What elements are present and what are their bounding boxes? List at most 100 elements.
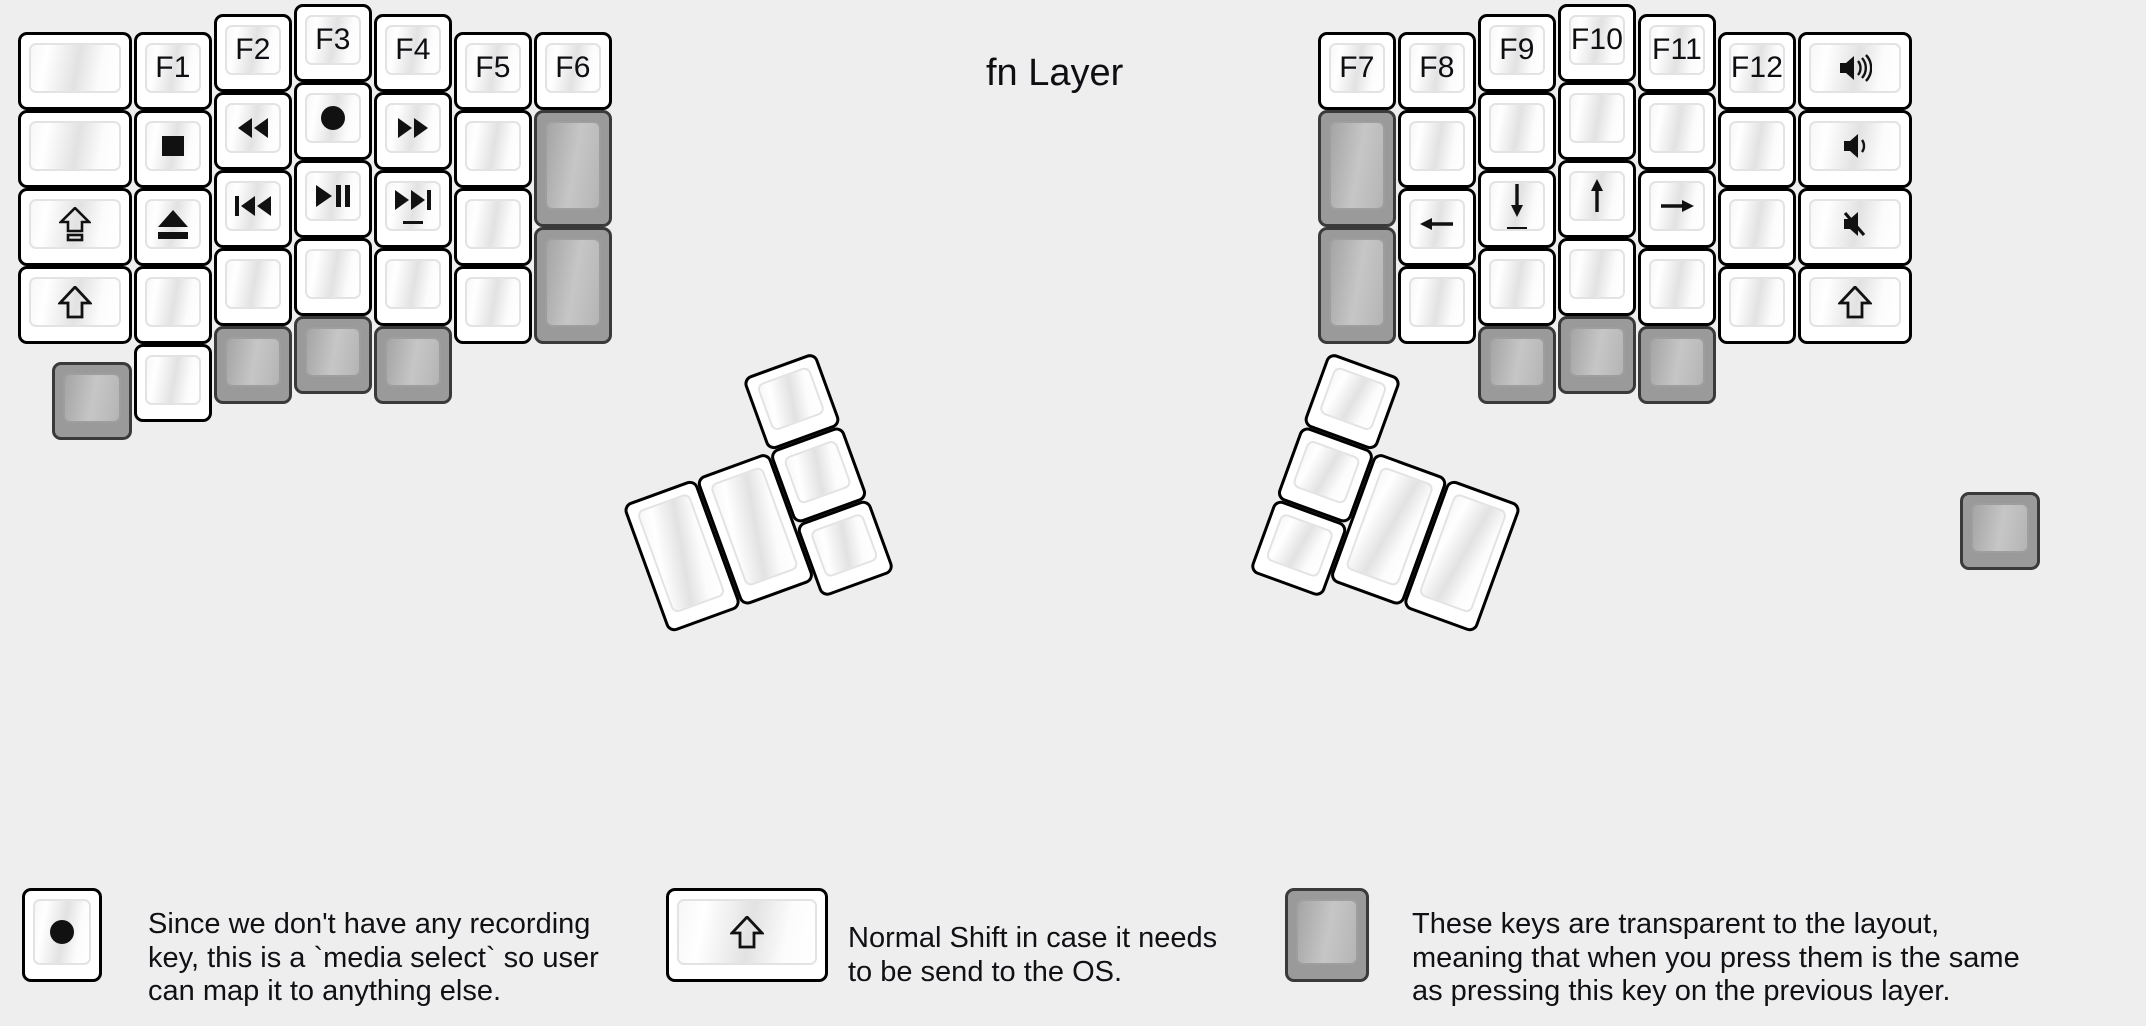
left-ring-column-key-2[interactable]: [214, 92, 292, 170]
key-label: F12: [1730, 51, 1784, 84]
left-inner-column-key-1[interactable]: F5: [454, 32, 532, 110]
left-pinky-outer-column-key-1[interactable]: [18, 32, 132, 110]
key-label: F7: [1339, 51, 1375, 84]
left-ring-column-key-4[interactable]: [214, 248, 292, 326]
right-middle-column-key-3[interactable]: [1478, 170, 1556, 248]
keycap: F3: [305, 15, 361, 65]
left-ring-column-key-1[interactable]: F2: [214, 14, 292, 92]
keycap: F1: [145, 43, 201, 93]
right-pinky-column-key-2[interactable]: [1638, 92, 1716, 170]
left-middle-column-key-1[interactable]: F3: [294, 4, 372, 82]
right-outer-media-column-key-1[interactable]: [1798, 32, 1912, 110]
left-middle-column-key-2[interactable]: [294, 82, 372, 160]
left-pinky-outer-column-key-4[interactable]: [18, 266, 132, 344]
right-middle-column-key-2[interactable]: [1478, 92, 1556, 170]
right-inner-index-column-key-2[interactable]: [1318, 110, 1396, 227]
right-pinky-outer-column-key-1[interactable]: F12: [1718, 32, 1796, 110]
legend-key-1[interactable]: [22, 888, 102, 982]
left-ring-column-key-3[interactable]: [214, 170, 292, 248]
right-ring-column-key-2[interactable]: [1558, 82, 1636, 160]
left-index-column-key-4[interactable]: [374, 248, 452, 326]
left-index-column-key-5[interactable]: [374, 326, 452, 404]
right-bottom-transparent-key[interactable]: [1960, 492, 2040, 570]
left-index-column-key-3[interactable]: [374, 170, 452, 248]
right-pinky-column-key-5[interactable]: [1638, 326, 1716, 404]
keycap: [1291, 439, 1362, 506]
right-middle-column-key-4[interactable]: [1478, 248, 1556, 326]
keycap: [29, 199, 121, 249]
legend-key-2[interactable]: [666, 888, 828, 982]
keycap: [385, 337, 441, 387]
keycap: [385, 103, 441, 153]
right-inner-index-column-key-1[interactable]: F7: [1318, 32, 1396, 110]
left-innermost-column-key-3[interactable]: [534, 227, 612, 344]
left-middle-column-key-4[interactable]: [294, 238, 372, 316]
right-ring-column-key-5[interactable]: [1558, 316, 1636, 394]
right-outer-media-column-key-3[interactable]: [1798, 188, 1912, 266]
right-index-column-key-4[interactable]: [1398, 266, 1476, 344]
keycap: [1649, 103, 1705, 153]
right-middle-column-key-1[interactable]: F9: [1478, 14, 1556, 92]
keycap: [305, 249, 361, 299]
left-pinky-column-key-4[interactable]: [134, 266, 212, 344]
left-index-column-key-2[interactable]: [374, 92, 452, 170]
legend-line: can map it to anything else.: [148, 975, 502, 1008]
keycap: [1489, 103, 1545, 153]
left-ring-column-key-5[interactable]: [214, 326, 292, 404]
right-index-column-key-1[interactable]: F8: [1398, 32, 1476, 110]
left-middle-column-key-5[interactable]: [294, 316, 372, 394]
right-middle-column-key-5[interactable]: [1478, 326, 1556, 404]
keycap: [1649, 181, 1705, 231]
left-innermost-column-key-1[interactable]: F6: [534, 32, 612, 110]
caps-lock-icon: [59, 206, 91, 242]
left-pinky-column-key-3[interactable]: [134, 188, 212, 266]
legend-key-3[interactable]: [1285, 888, 1369, 982]
left-pinky-outer-column-key-2[interactable]: [18, 110, 132, 188]
right-pinky-outer-column-key-4[interactable]: [1718, 266, 1796, 344]
right-pinky-column-key-4[interactable]: [1638, 248, 1716, 326]
keycap: [1318, 365, 1388, 432]
key-label: F5: [475, 51, 511, 84]
right-inner-index-column-key-3[interactable]: [1318, 227, 1396, 344]
left-pinky-column-key-2[interactable]: [134, 110, 212, 188]
left-inner-column-key-2[interactable]: [454, 110, 532, 188]
right-outer-media-column-key-4[interactable]: [1798, 266, 1912, 344]
right-outer-media-column-key-2[interactable]: [1798, 110, 1912, 188]
volume-mute-icon: [1842, 210, 1868, 238]
keycap: [1649, 337, 1705, 387]
key-label: F11: [1651, 33, 1703, 66]
right-index-column-key-2[interactable]: [1398, 110, 1476, 188]
right-pinky-outer-column-key-3[interactable]: [1718, 188, 1796, 266]
keycap: F11: [1649, 25, 1705, 75]
left-pinky-outer-column-key-3[interactable]: [18, 188, 132, 266]
keycap: F2: [225, 25, 281, 75]
right-pinky-outer-column-key-2[interactable]: [1718, 110, 1796, 188]
left-pinky-column-key-5[interactable]: [134, 344, 212, 422]
arrow-right-icon: [1659, 195, 1695, 217]
right-ring-column-key-3[interactable]: [1558, 160, 1636, 238]
keycap: F12: [1729, 43, 1785, 93]
left-inner-column-key-4[interactable]: [454, 266, 532, 344]
keycap: [1489, 337, 1545, 387]
rewind-icon: [235, 116, 271, 140]
left-index-column-key-1[interactable]: F4: [374, 14, 452, 92]
right-index-column-key-3[interactable]: [1398, 188, 1476, 266]
keycap: F7: [1329, 43, 1385, 93]
arrow-left-icon: [1419, 213, 1455, 235]
right-ring-column-key-4[interactable]: [1558, 238, 1636, 316]
left-bottom-transparent-key[interactable]: [52, 362, 132, 440]
keycap: F4: [385, 25, 441, 75]
left-middle-column-key-3[interactable]: [294, 160, 372, 238]
right-pinky-column-key-3[interactable]: [1638, 170, 1716, 248]
left-innermost-column-key-2[interactable]: [534, 110, 612, 227]
left-inner-column-key-3[interactable]: [454, 188, 532, 266]
keycap: F8: [1409, 43, 1465, 93]
right-pinky-column-key-1[interactable]: F11: [1638, 14, 1716, 92]
keycap: F10: [1569, 15, 1625, 65]
right-ring-column-key-1[interactable]: F10: [1558, 4, 1636, 82]
legend-line: Since we don't have any recording: [148, 908, 591, 940]
left-pinky-column-key-1[interactable]: F1: [134, 32, 212, 110]
shift-icon: [58, 285, 92, 319]
